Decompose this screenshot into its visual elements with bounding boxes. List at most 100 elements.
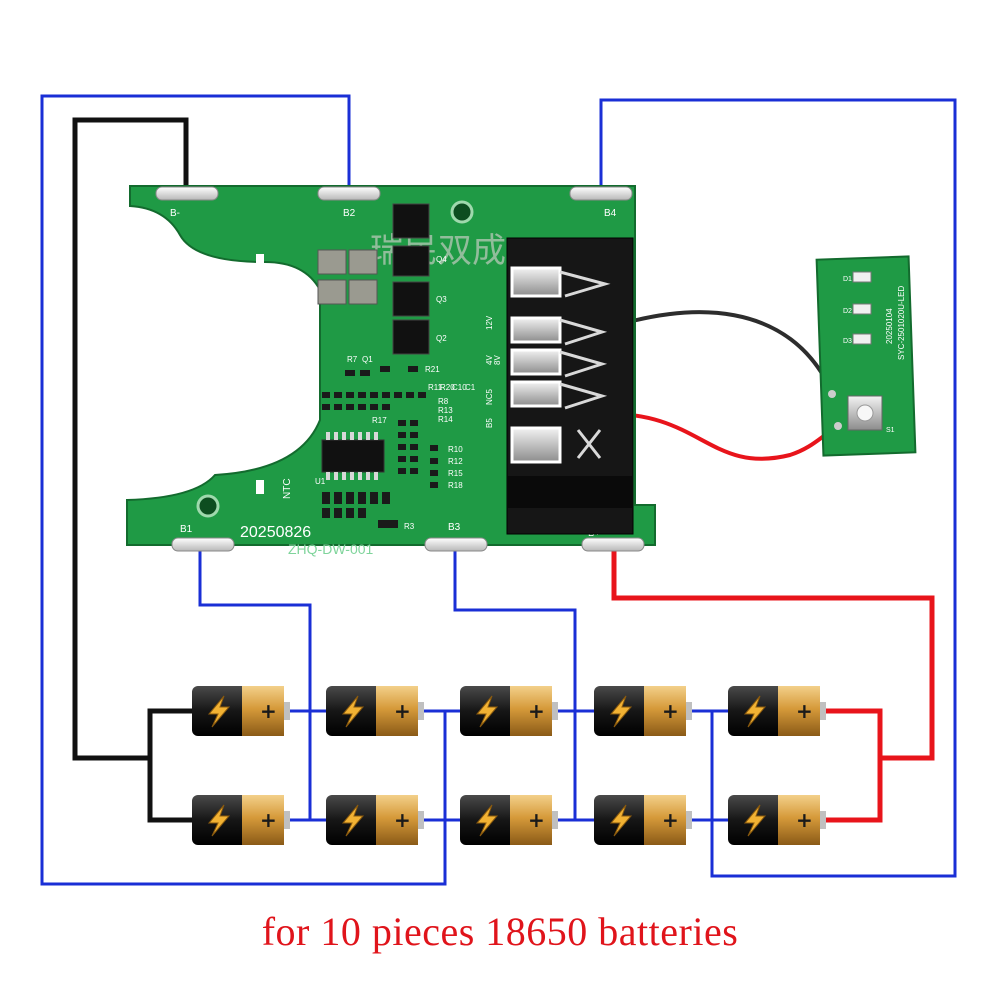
label-b2: B2 bbox=[343, 208, 356, 219]
led-pad-black bbox=[828, 390, 836, 398]
led-d2 bbox=[852, 303, 872, 315]
board-model: ZHQ-DW-001 bbox=[288, 541, 374, 557]
battery-terminal bbox=[418, 702, 424, 720]
label-d2: D2 bbox=[843, 308, 852, 315]
label-b1: B1 bbox=[180, 524, 193, 535]
mosfet-q4 bbox=[392, 203, 430, 239]
lightning-icon bbox=[475, 804, 499, 837]
label-r21: R21 bbox=[425, 365, 440, 374]
label-b3: B3 bbox=[448, 522, 461, 533]
label-q3: Q3 bbox=[436, 295, 447, 304]
mount-hole-bottom bbox=[196, 494, 220, 518]
connector-springs bbox=[559, 270, 611, 459]
label-q4: Q4 bbox=[436, 255, 447, 264]
label-r7: R7 bbox=[347, 355, 358, 364]
battery-terminal bbox=[284, 811, 290, 829]
battery-body-gold bbox=[510, 686, 552, 736]
mount-hole-top bbox=[450, 200, 474, 224]
slot-bottom bbox=[256, 480, 264, 494]
battery-terminal bbox=[284, 702, 290, 720]
battery-cell: + bbox=[192, 686, 290, 736]
connector-base bbox=[507, 476, 633, 508]
battery-terminal bbox=[686, 702, 692, 720]
pin-b5: B5 bbox=[485, 418, 494, 428]
pad-b4 bbox=[569, 186, 633, 201]
label-u1: U1 bbox=[315, 477, 326, 486]
label-b-minus: B- bbox=[170, 208, 180, 219]
pad-b3 bbox=[424, 537, 488, 552]
pin-12v: 12V bbox=[485, 315, 494, 330]
plus-icon: + bbox=[662, 808, 679, 832]
label-d1: D1 bbox=[843, 276, 852, 283]
mosfet-q1 bbox=[392, 245, 430, 277]
switch-button bbox=[856, 404, 874, 422]
led-pad-red bbox=[834, 422, 842, 430]
plus-icon: + bbox=[528, 699, 545, 723]
pad-b2 bbox=[317, 186, 381, 201]
led-code: 20250104 bbox=[885, 308, 894, 344]
mosfet-q2 bbox=[392, 319, 430, 355]
date-code: 20250826 bbox=[240, 524, 311, 541]
battery-cell: + bbox=[192, 795, 290, 845]
lightning-icon bbox=[341, 695, 365, 728]
label-s1: S1 bbox=[886, 427, 895, 434]
lightning-icon bbox=[341, 804, 365, 837]
label-ntc: NTC bbox=[282, 478, 293, 499]
battery-terminal bbox=[552, 811, 558, 829]
plus-icon: + bbox=[796, 699, 813, 723]
pin-4v: 4V bbox=[485, 355, 494, 365]
wire-pos-bus bbox=[826, 708, 883, 823]
battery-cell: + bbox=[326, 795, 424, 845]
pad-b-minus bbox=[155, 186, 219, 201]
pin-nc5: NC5 bbox=[485, 388, 494, 405]
wire-b1 bbox=[198, 545, 312, 820]
label-r18: R18 bbox=[448, 481, 463, 490]
label-r3: R3 bbox=[404, 522, 415, 531]
battery-body-gold bbox=[778, 795, 820, 845]
label-r12: R12 bbox=[448, 457, 463, 466]
label-c10: C10 bbox=[452, 383, 467, 392]
wire-b-minus bbox=[72, 117, 189, 761]
ic-pins bbox=[326, 432, 378, 480]
ic-chip bbox=[321, 439, 385, 473]
plus-icon: + bbox=[394, 808, 411, 832]
label-b4: B4 bbox=[604, 208, 617, 219]
capacitor-1 bbox=[317, 249, 347, 275]
label-q1: Q1 bbox=[362, 355, 373, 364]
pin-8v: 8V bbox=[493, 355, 502, 365]
label-r13: R13 bbox=[438, 406, 453, 415]
wire-neg-bus bbox=[147, 708, 192, 823]
battery-cell: + bbox=[460, 795, 558, 845]
battery-body-gold bbox=[376, 795, 418, 845]
battery-terminal bbox=[686, 811, 692, 829]
battery-cell: + bbox=[594, 686, 692, 736]
wire-b4 bbox=[599, 98, 957, 878]
bms-board: 瑞民双成 B- B2 B4 B1 B3 B+ NTC 20250826 ZHQ-… bbox=[126, 185, 656, 557]
battery-body-gold bbox=[242, 795, 284, 845]
label-r8: R8 bbox=[438, 397, 449, 406]
caption: for 10 pieces 18650 batteries bbox=[261, 909, 739, 954]
smd-components bbox=[322, 366, 438, 528]
battery-cell: + bbox=[594, 795, 692, 845]
battery-terminal bbox=[552, 702, 558, 720]
lightning-icon bbox=[475, 695, 499, 728]
plus-icon: + bbox=[528, 808, 545, 832]
lightning-icon bbox=[609, 804, 633, 837]
wire-b2 bbox=[40, 94, 447, 886]
plus-icon: + bbox=[796, 808, 813, 832]
led-model: SYC-2501020U-LED bbox=[897, 286, 906, 360]
plus-icon: + bbox=[662, 699, 679, 723]
lightning-icon bbox=[743, 695, 767, 728]
battery-body-gold bbox=[644, 795, 686, 845]
mosfet-q3 bbox=[392, 281, 430, 317]
led-wire-black bbox=[601, 310, 834, 393]
plus-icon: + bbox=[394, 699, 411, 723]
led-d3 bbox=[852, 333, 872, 345]
connector-terminals bbox=[510, 266, 562, 464]
capacitor-2 bbox=[348, 249, 378, 275]
wires bbox=[40, 94, 957, 886]
lightning-icon bbox=[207, 804, 231, 837]
battery-cell: + bbox=[728, 795, 826, 845]
capacitor-4 bbox=[348, 279, 378, 305]
